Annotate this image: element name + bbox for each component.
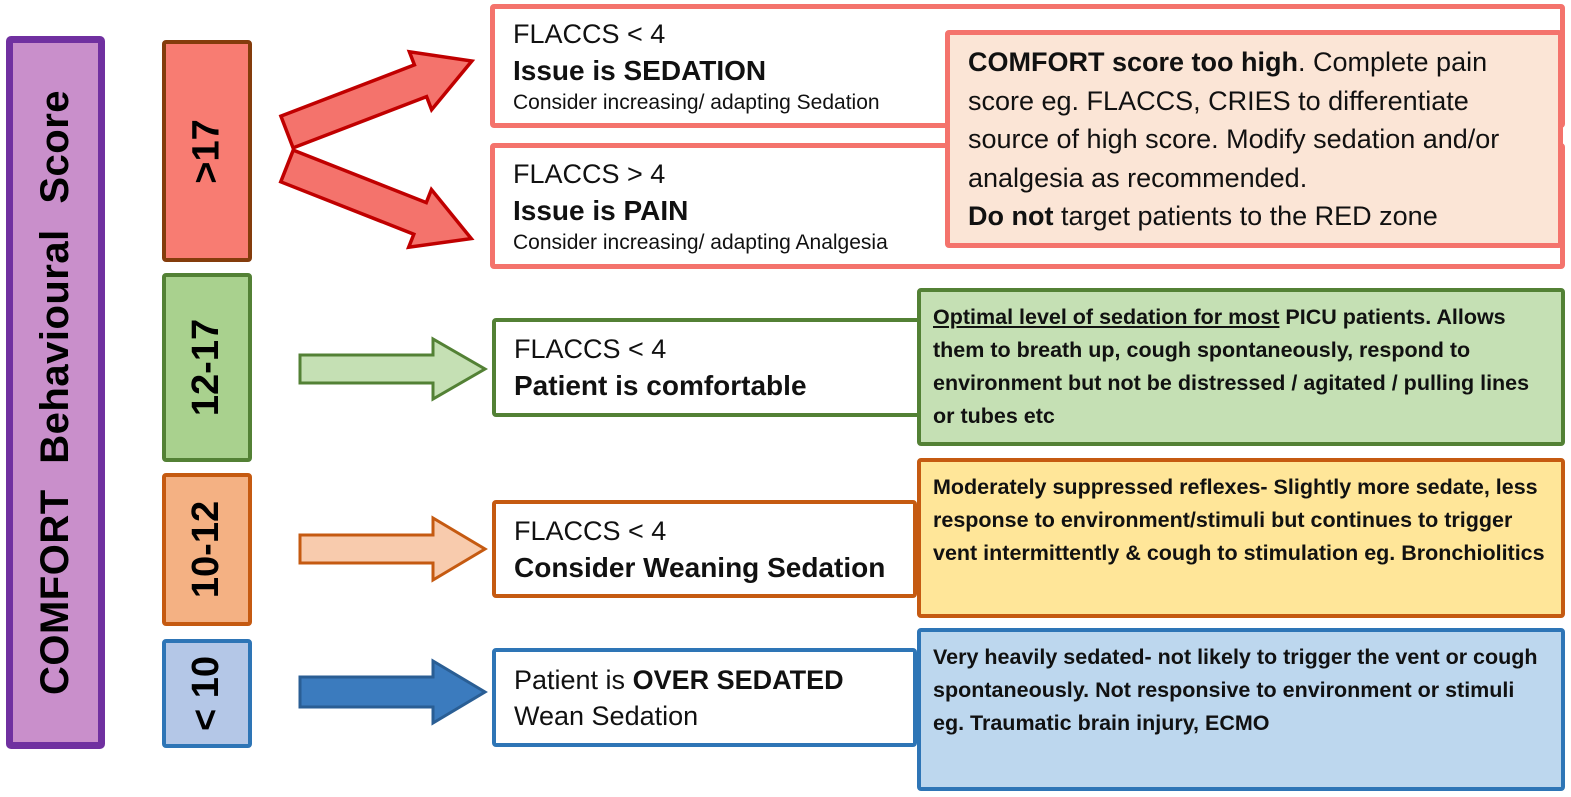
score-label: >17 [185, 118, 228, 184]
note-paragraph: COMFORT score too high. Complete pain sc… [968, 43, 1540, 197]
score-box-gt-17: >17 [162, 40, 252, 262]
note-bold-lead: COMFORT score too high [968, 47, 1298, 77]
status-line: Patient is OVER SEDATED [514, 662, 913, 698]
score-box-lt-10: < 10 [162, 639, 252, 748]
status-line: Patient is comfortable [514, 370, 807, 401]
note-underlined: Optimal level of sedation for most [933, 305, 1280, 329]
note-body: Moderately suppressed reflexes- Slightly… [933, 475, 1545, 565]
score-box-10-12: 10-12 [162, 473, 252, 626]
score-box-12-17: 12-17 [162, 273, 252, 462]
note-body: Very heavily sedated- not likely to trig… [933, 645, 1538, 735]
green-arrow-icon [298, 336, 489, 402]
comfort-score-title-bar: COMFORT Behavioural Score [6, 36, 105, 749]
red-arrow-up-icon [278, 49, 476, 151]
issue-line: Issue is PAIN [513, 194, 689, 226]
red-arrow-down-icon [278, 147, 475, 250]
orange-arrow-icon [298, 515, 488, 583]
flaccs-line: FLACCS > 4 [513, 158, 666, 189]
score-label: < 10 [185, 655, 228, 732]
note-optimal-sedation: Optimal level of sedation for most PICU … [917, 288, 1565, 446]
note-body: PICU patients. Allows them to breath up,… [933, 305, 1530, 428]
note-heavily-sedated: Very heavily sedated- not likely to trig… [917, 628, 1565, 791]
status-prefix: Patient is [514, 664, 633, 695]
blue-arrow-icon [298, 658, 488, 726]
action-line: Consider increasing/ adapting Sedation [513, 90, 880, 114]
note-body: target patients to the RED zone [1053, 201, 1438, 231]
score-label: 12-17 [185, 318, 228, 417]
note-red-zone: COMFORT score too high. Complete pain sc… [945, 30, 1563, 248]
action-line: Wean Sedation [514, 700, 699, 731]
status-line: Consider Weaning Sedation [514, 551, 886, 583]
note-paragraph: Do not target patients to the RED zone [968, 197, 1540, 236]
outcome-box-weaning: FLACCS < 4 Consider Weaning Sedation [492, 500, 917, 598]
outcome-box-over-sedated: Patient is OVER SEDATED Wean Sedation [492, 648, 917, 747]
action-line: Consider increasing/ adapting Analgesia [513, 230, 888, 254]
issue-line: Issue is SEDATION [513, 54, 767, 86]
page-title: COMFORT Behavioural Score [33, 89, 77, 696]
status-bold: OVER SEDATED [632, 664, 844, 695]
flaccs-line: FLACCS < 4 [514, 334, 667, 364]
outcome-box-comfortable: FLACCS < 4 Patient is comfortable [492, 318, 922, 417]
note-body: . Complete pain score eg. FLACCS, CRIES … [968, 47, 1500, 193]
note-bold: Do not [968, 201, 1054, 231]
score-label: 10-12 [185, 500, 228, 599]
note-moderately-suppressed: Moderately suppressed reflexes- Slightly… [917, 458, 1565, 618]
flaccs-line: FLACCS < 4 [514, 515, 667, 546]
flaccs-line: FLACCS < 4 [513, 18, 666, 49]
